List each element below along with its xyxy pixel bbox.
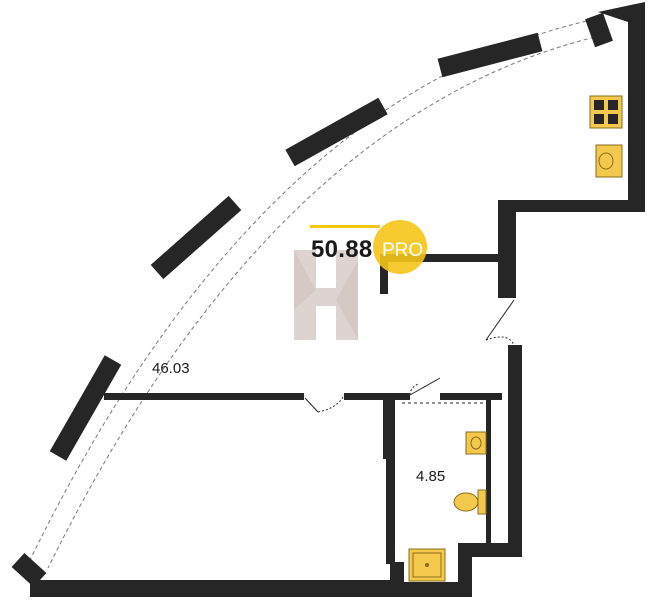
bath-left-stub (383, 399, 389, 459)
kitchen-stub-down (380, 254, 388, 294)
bathroom-area-label: 4.85 (416, 468, 446, 485)
area-underline (310, 225, 380, 228)
door-room (304, 394, 345, 413)
walls (30, 2, 645, 597)
doors (304, 299, 515, 413)
bath-inner-wall (486, 399, 491, 544)
pro-badge (373, 220, 427, 274)
toilet-icon (453, 489, 487, 515)
partition-wall (104, 393, 304, 400)
main-room-area-label: 46.03 (152, 360, 190, 377)
bath-left-wall (386, 399, 395, 564)
door-bathroom (409, 377, 441, 396)
bathroom-sink-icon (465, 431, 487, 455)
bath-bottom-wall (390, 543, 522, 597)
bottom-wall (30, 580, 390, 597)
door-entrance (485, 299, 515, 346)
kitchen-stub-wall (380, 254, 502, 262)
kitchen-sink-icon (595, 144, 623, 178)
pro-badge-label: PRO (382, 240, 424, 261)
total-area-label: 50.88 (311, 236, 373, 263)
shower-tray-icon (408, 548, 446, 582)
right-lower-wall (508, 345, 522, 557)
stove-icon (589, 95, 623, 129)
partition-wall-3 (440, 393, 502, 400)
partition-wall-2 (344, 393, 410, 400)
right-outer-wall (498, 2, 645, 298)
developer-logo (294, 250, 358, 340)
facade-wall (11, 12, 613, 588)
